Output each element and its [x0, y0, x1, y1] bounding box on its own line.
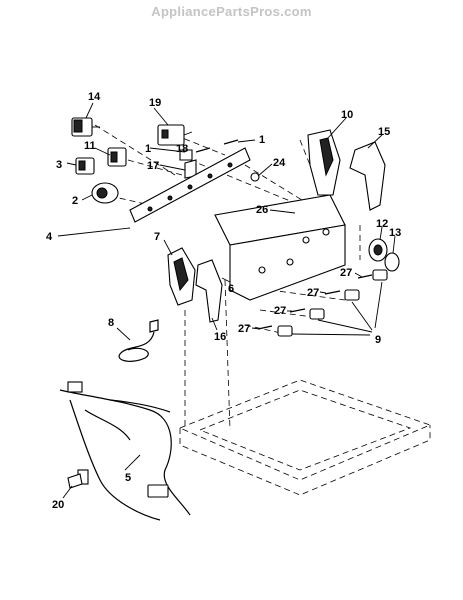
- callout-3: 3: [56, 159, 62, 171]
- callout-27b: 27: [307, 287, 319, 299]
- callout-26: 26: [256, 204, 268, 216]
- part-8-cord[interactable]: [118, 319, 159, 362]
- callout-9: 9: [375, 334, 381, 346]
- part-26-control-panel[interactable]: [214, 194, 346, 301]
- part-14-switch[interactable]: [71, 117, 100, 137]
- part-3-switch[interactable]: [75, 157, 95, 175]
- callout-13: 13: [389, 227, 401, 239]
- part-24-screw[interactable]: [250, 172, 260, 182]
- callout-7: 7: [154, 231, 160, 243]
- callout-leaders: [57, 102, 396, 499]
- callout-6: 6: [228, 283, 234, 295]
- callout-1b: 1: [145, 143, 151, 155]
- callout-2: 2: [72, 195, 78, 207]
- callout-19: 19: [149, 97, 161, 109]
- part-5-wire-harness[interactable]: [59, 381, 191, 521]
- callout-8: 8: [108, 317, 114, 329]
- callout-4: 4: [46, 231, 53, 243]
- part-15-end-cap[interactable]: [349, 141, 386, 211]
- part-2-rotary-switch[interactable]: [91, 182, 119, 204]
- callout-10: 10: [341, 109, 353, 121]
- callout-5: 5: [125, 472, 131, 484]
- callout-27d: 27: [238, 323, 250, 335]
- part-13-knob[interactable]: [384, 252, 400, 272]
- part-10-console-end[interactable]: [307, 129, 341, 196]
- part-27-screws[interactable]: [257, 274, 373, 330]
- callout-27c: 27: [274, 305, 286, 317]
- part-4-bracket[interactable]: [129, 147, 251, 223]
- part-9-buttons[interactable]: [277, 269, 388, 337]
- callout-27a: 27: [340, 267, 352, 279]
- callout-1a: 1: [259, 134, 265, 146]
- callout-16: 16: [214, 331, 226, 343]
- part-18-clip[interactable]: [179, 149, 193, 161]
- part-7-console-end[interactable]: [167, 247, 196, 306]
- callout-18: 18: [176, 143, 188, 155]
- part-12-knob-base[interactable]: [368, 238, 388, 262]
- callout-24: 24: [273, 157, 286, 169]
- washer-top-outline: [178, 379, 432, 496]
- part-16-end-cap[interactable]: [195, 259, 223, 323]
- callout-11: 11: [84, 140, 96, 152]
- callout-labels: 14 19 1 1 18 11 3 17 24 10 15 2 26 4 7 1…: [46, 91, 401, 511]
- part-11-switch[interactable]: [107, 147, 127, 167]
- part-1-screw[interactable]: [195, 139, 239, 153]
- callout-12: 12: [376, 218, 388, 230]
- callout-17: 17: [147, 160, 159, 172]
- callout-14: 14: [88, 91, 101, 103]
- part-19-relay[interactable]: [157, 124, 193, 146]
- callout-15: 15: [378, 126, 390, 138]
- callout-20: 20: [52, 499, 64, 511]
- part-20-clip[interactable]: [67, 473, 83, 489]
- watermark: AppliancePartsPros.com: [151, 4, 312, 19]
